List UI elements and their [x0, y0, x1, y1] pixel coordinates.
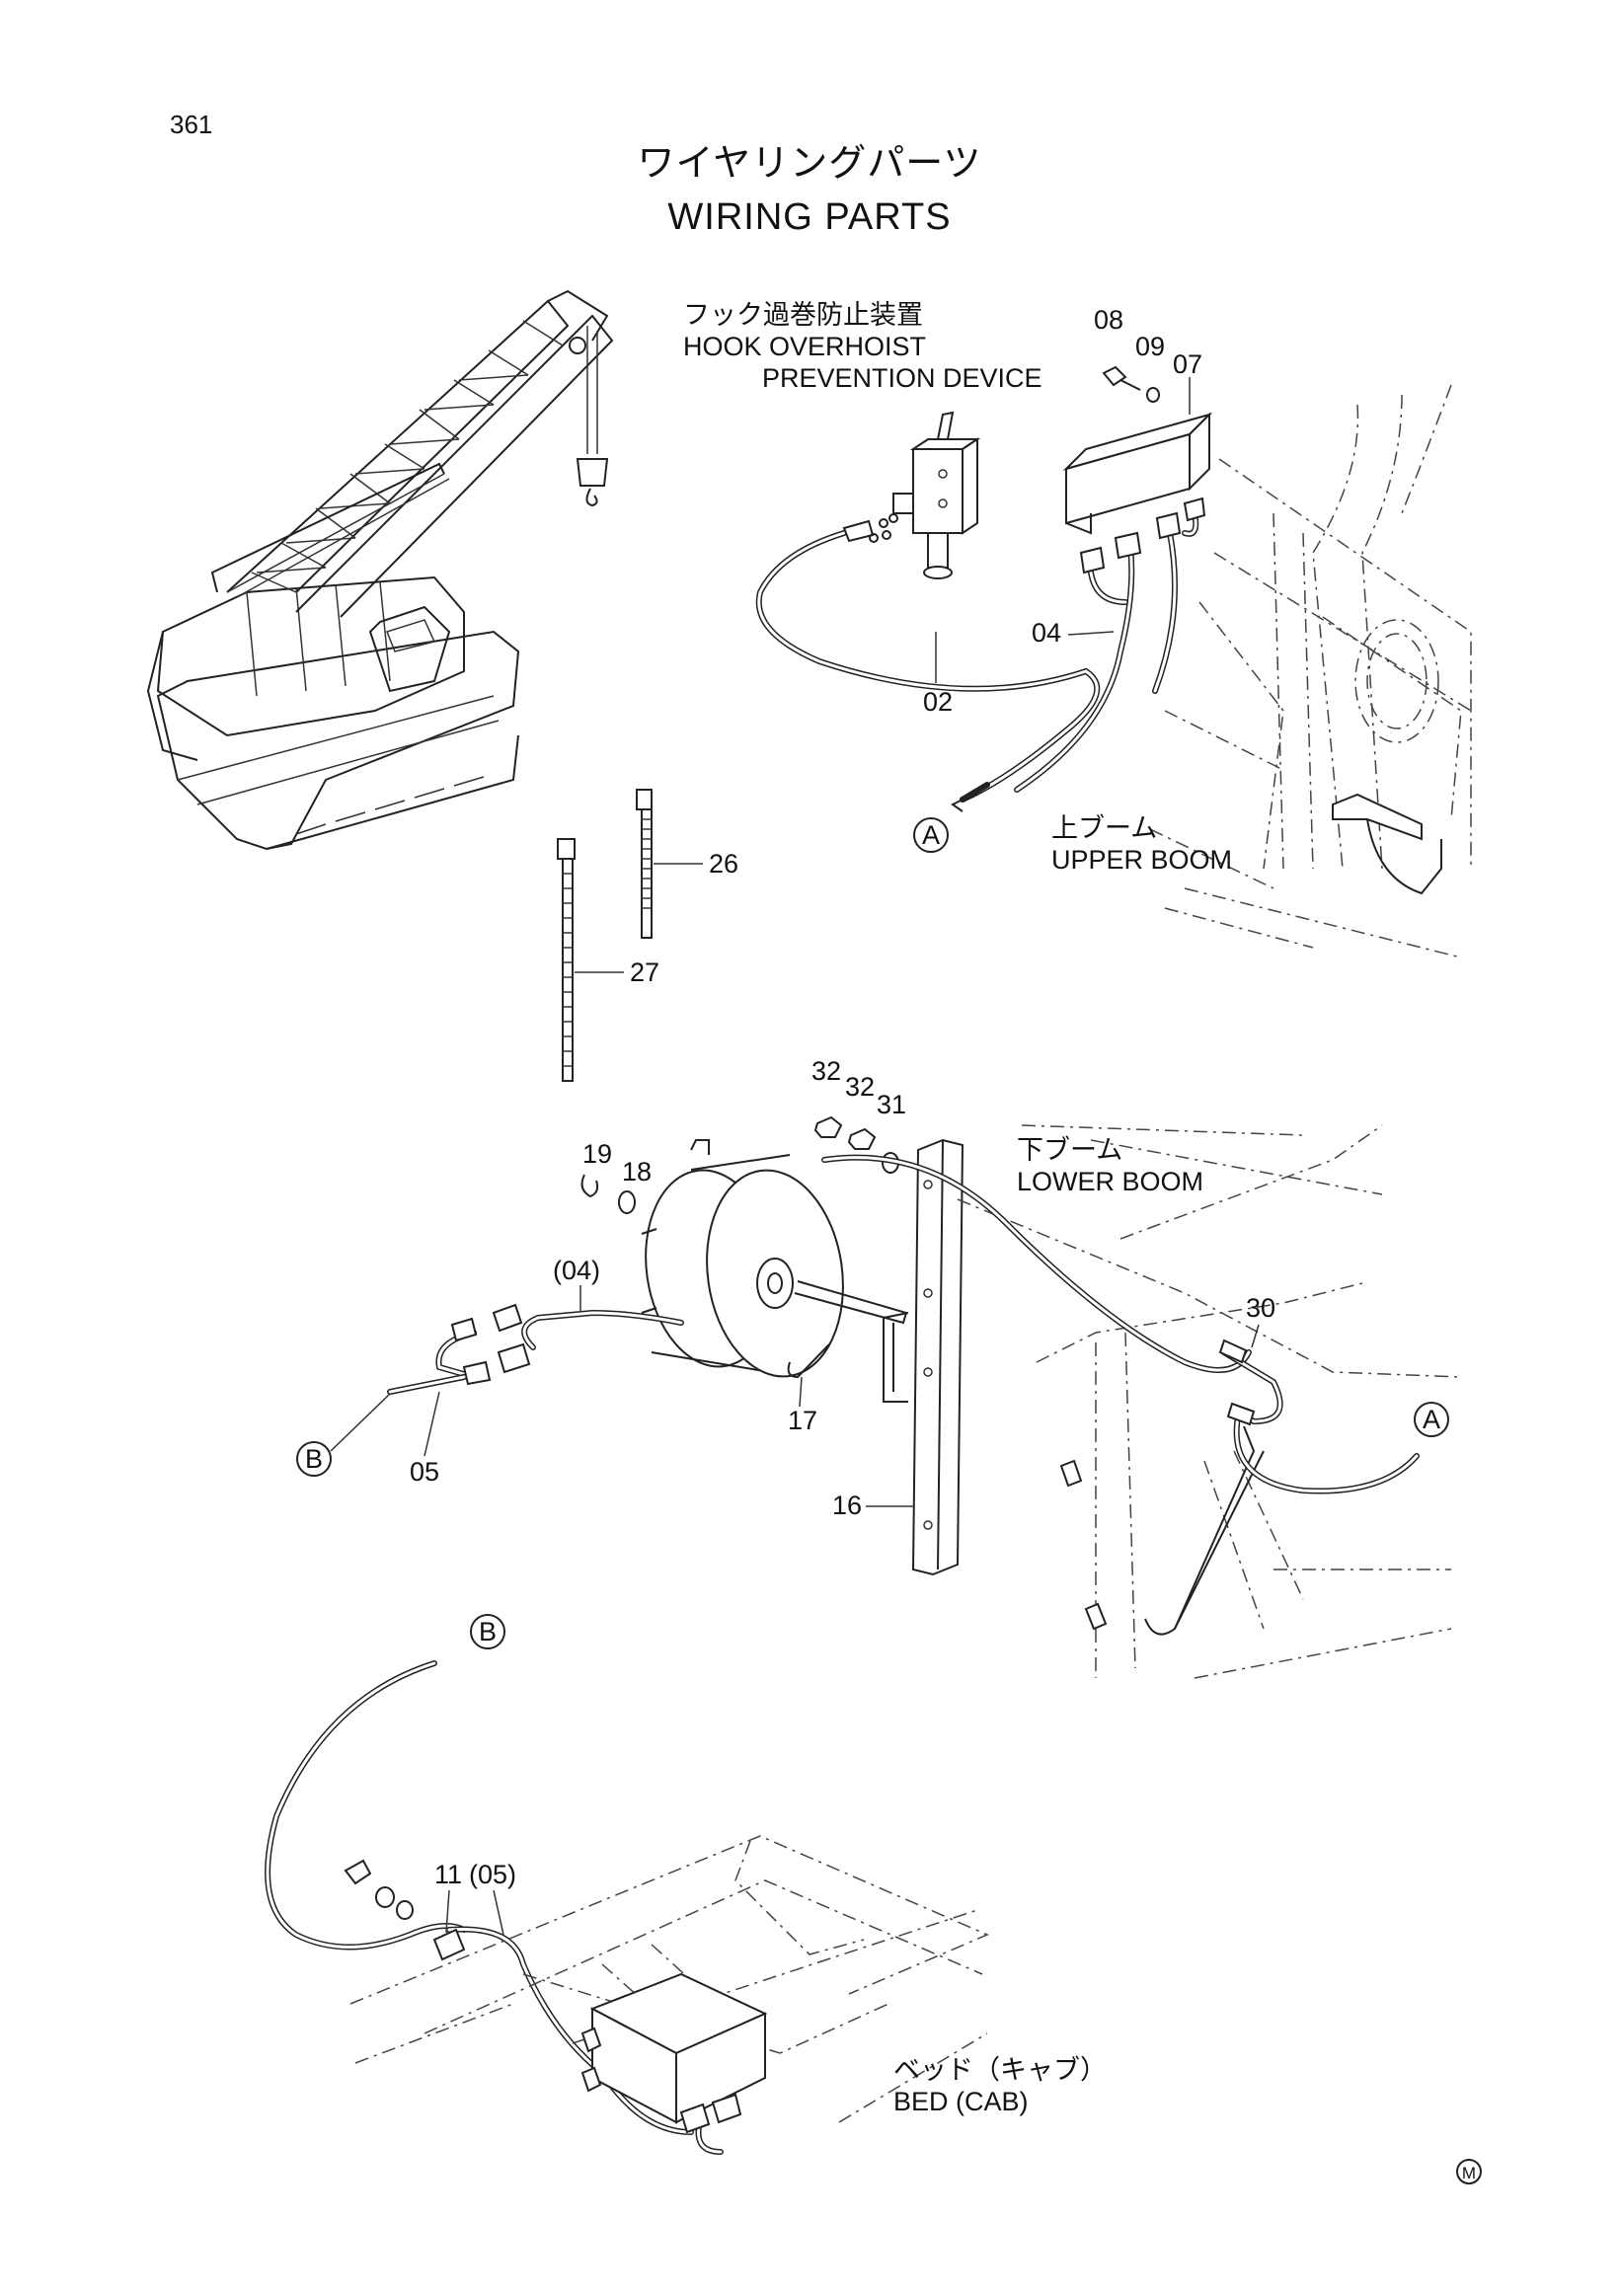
connector-b-upper [296, 1441, 332, 1477]
part-31-label: 31 [877, 1090, 906, 1119]
cable-05-bed [265, 1660, 467, 1951]
bed-frame-structure [349, 1835, 989, 2124]
crane-illustration [146, 289, 614, 851]
upper-boom-label-en: UPPER BOOM [1051, 845, 1232, 875]
nut-32a [813, 1115, 843, 1138]
hook-overhoist-switch [892, 411, 981, 579]
washer-18 [618, 1190, 636, 1214]
bolt-08 [1102, 365, 1141, 391]
hook-device-label-en1: HOOK OVERHOIST [683, 332, 926, 361]
connector-a-upper-label: A [922, 820, 940, 850]
part-18-label: 18 [622, 1157, 652, 1186]
part-04-label: 04 [1032, 618, 1061, 648]
connector-a-lower-label: A [1423, 1405, 1440, 1434]
hook-device-label-en2: PREVENTION DEVICE [762, 363, 1042, 393]
lower-boom-structure [957, 1124, 1462, 1679]
title-en: WIRING PARTS [667, 196, 951, 238]
pin-17 [787, 1343, 830, 1379]
part-32a-label: 32 [811, 1056, 841, 1086]
lower-boom-label-en: LOWER BOOM [1017, 1167, 1203, 1196]
connector-a-upper [913, 817, 949, 853]
junction-box [1062, 412, 1213, 535]
lower-boom-label-jp: 下ブーム [1017, 1135, 1122, 1165]
washer-09 [1146, 387, 1160, 403]
title-jp: ワイヤリングパーツ [637, 143, 981, 185]
cable-reel [641, 1139, 908, 1378]
hook-device-label-jp: フック過巻防止装置 [683, 300, 923, 330]
part-27-label: 27 [630, 957, 659, 987]
connector-a-lower [1414, 1402, 1449, 1437]
part-05-label: 05 [410, 1457, 439, 1487]
part-19-label: 19 [582, 1139, 612, 1169]
connector-plugs-04 [1079, 497, 1206, 574]
bracket-16 [883, 1138, 964, 1576]
part-08-label: 08 [1094, 305, 1123, 335]
part-07-label: 07 [1173, 349, 1202, 379]
upper-boom-structure [1149, 384, 1472, 958]
reel-connectors [450, 1303, 531, 1386]
part-11-label: 11 [434, 1860, 462, 1889]
connector-b-upper-label: B [305, 1444, 323, 1474]
part-17-label: 17 [788, 1406, 817, 1435]
cable-tie-26 [636, 789, 653, 939]
part-04-ref-label: (04) [553, 1256, 600, 1285]
part-26-label: 26 [709, 849, 738, 879]
cable-guide-30 [1218, 1339, 1256, 1426]
page-number: 361 [170, 110, 212, 139]
part-09-label: 09 [1135, 332, 1165, 361]
part-05-ref-label: (05) [469, 1860, 516, 1889]
clamp-11 [344, 1859, 466, 1961]
upper-boom-label-jp: 上ブーム [1051, 813, 1157, 843]
part-32b-label: 32 [845, 1072, 875, 1102]
bed-label-jp: ベッド（キャブ） [893, 2055, 1107, 2085]
connector-b-lower-label: B [479, 1617, 497, 1646]
clip-19 [580, 1174, 599, 1198]
cable-tie-27 [557, 838, 576, 1082]
connector-b-lower [470, 1614, 505, 1649]
connector-set-upper [842, 513, 898, 543]
bed-connectors [679, 2093, 742, 2134]
m-mark-label: M [1462, 2164, 1476, 2182]
part-02-label: 02 [923, 687, 953, 717]
part-30-label: 30 [1246, 1293, 1275, 1323]
m-mark [1456, 2159, 1482, 2184]
bed-label-en: BED (CAB) [893, 2087, 1029, 2116]
nut-32b [847, 1127, 877, 1150]
part-16-label: 16 [832, 1491, 862, 1520]
